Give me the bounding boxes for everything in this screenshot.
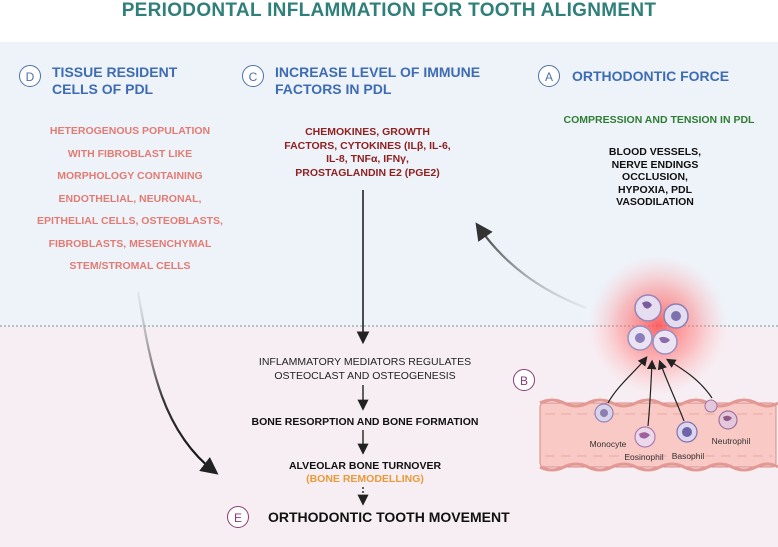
arrow-monocyte-to-cluster (607, 356, 648, 404)
neutrophil-cell (704, 399, 738, 430)
section-c-line: CHEMOKINES, GROWTH (305, 126, 430, 138)
section-a-line: BLOOD VESSELS, (608, 146, 702, 158)
section-d-description: HETEROGENOUS POPULATION WITH FIBROBLAST … (10, 120, 250, 278)
section-d-line: EPITHELIAL CELLS, OSTEOBLASTS, (37, 215, 223, 227)
section-c-heading-line2: FACTORS IN PDL (275, 81, 392, 97)
section-c-badge: C (242, 65, 264, 87)
monocyte-cell (594, 403, 614, 423)
section-d-heading-line2: CELLS OF PDL (52, 81, 154, 97)
section-c-line: PROSTAGLANDIN E2 (PGE2) (295, 166, 440, 179)
mediators-line1: INFLAMMATORY MEDIATORS REGULATES (258, 356, 472, 368)
eosinophil-cell (634, 426, 656, 448)
arrow-d-to-turnover (136, 291, 219, 475)
section-c-heading: INCREASE LEVEL OF IMMUNE FACTORS IN PDL (275, 64, 480, 98)
section-d-badge: D (19, 65, 41, 87)
inflammation-glow (588, 255, 728, 395)
basophil-label: Basophil (671, 451, 705, 461)
section-e-heading: ORTHODONTIC TOOTH MOVEMENT (268, 509, 510, 525)
section-b-badge: B (513, 369, 535, 391)
mediators-line2: OSTEOCLAST AND OSTEOGENESIS (274, 370, 456, 382)
section-c-heading-line1: INCREASE LEVEL OF IMMUNE (275, 64, 481, 80)
immune-cell-cluster (627, 294, 689, 355)
section-c-description: CHEMOKINES, GROWTH FACTORS, CYTOKINES (I… (265, 126, 470, 180)
section-d-line: ENDOTHELIAL, NEURONAL, (58, 192, 202, 205)
mediators-text: INFLAMMATORY MEDIATORS REGULATES OSTEOCL… (205, 355, 525, 383)
section-d-line: MORPHOLOGY CONTAINING (57, 170, 203, 182)
arrow-basophil-to-cluster (657, 359, 685, 422)
bone-resorption-text: BONE RESORPTION AND BONE FORMATION (251, 416, 479, 428)
page-title: PERIODONTAL INFLAMMATION FOR TOOTH ALIGN… (121, 0, 657, 21)
section-a-line: NERVE ENDINGS (611, 158, 699, 171)
section-divider (0, 325, 778, 327)
section-c-line: FACTORS, CYTOKINES (ILβ, IL-6, (284, 139, 451, 152)
section-d-line: STEM/STROMAL CELLS (69, 260, 191, 272)
section-a-line: VASODILATION (616, 196, 694, 208)
section-a-line: HYPOXIA, PDL (617, 183, 693, 196)
section-e-badge: E (227, 506, 249, 528)
section-d-heading-line1: TISSUE RESIDENT (52, 64, 178, 80)
section-a-badge: A (538, 65, 560, 87)
section-d-line: WITH FIBROBLAST LIKE (67, 147, 193, 160)
arrow-neutrophil-to-cluster (665, 358, 713, 399)
eosinophil-label: Eosinophil (624, 452, 664, 462)
monocyte-label: Monocyte (589, 439, 627, 449)
section-d-line: HETEROGENOUS POPULATION (49, 125, 211, 137)
section-a-line: OCCLUSION, (622, 171, 688, 183)
section-a-heading: ORTHODONTIC FORCE (572, 68, 730, 84)
section-a-subheading: COMPRESSION AND TENSION IN PDL (563, 114, 755, 126)
section-d-heading: TISSUE RESIDENT CELLS OF PDL (52, 64, 177, 98)
section-a-description: BLOOD VESSELS, NERVE ENDINGS OCCLUSION, … (585, 146, 725, 209)
section-c-line: IL-8, TNFα, IFNγ, (326, 153, 409, 165)
neutrophil-label: Neutrophil (711, 436, 751, 446)
arrow-eosinophil-to-cluster (646, 359, 657, 427)
alveolar-turnover-text: ALVEOLAR BONE TURNOVER (288, 460, 442, 472)
basophil-cell (676, 421, 698, 443)
bone-remodelling-text: (BONE REMODELLING) (306, 473, 424, 485)
section-d-line: FIBROBLASTS, MESENCHYMAL (48, 237, 212, 250)
arrow-b-to-c (475, 222, 587, 310)
